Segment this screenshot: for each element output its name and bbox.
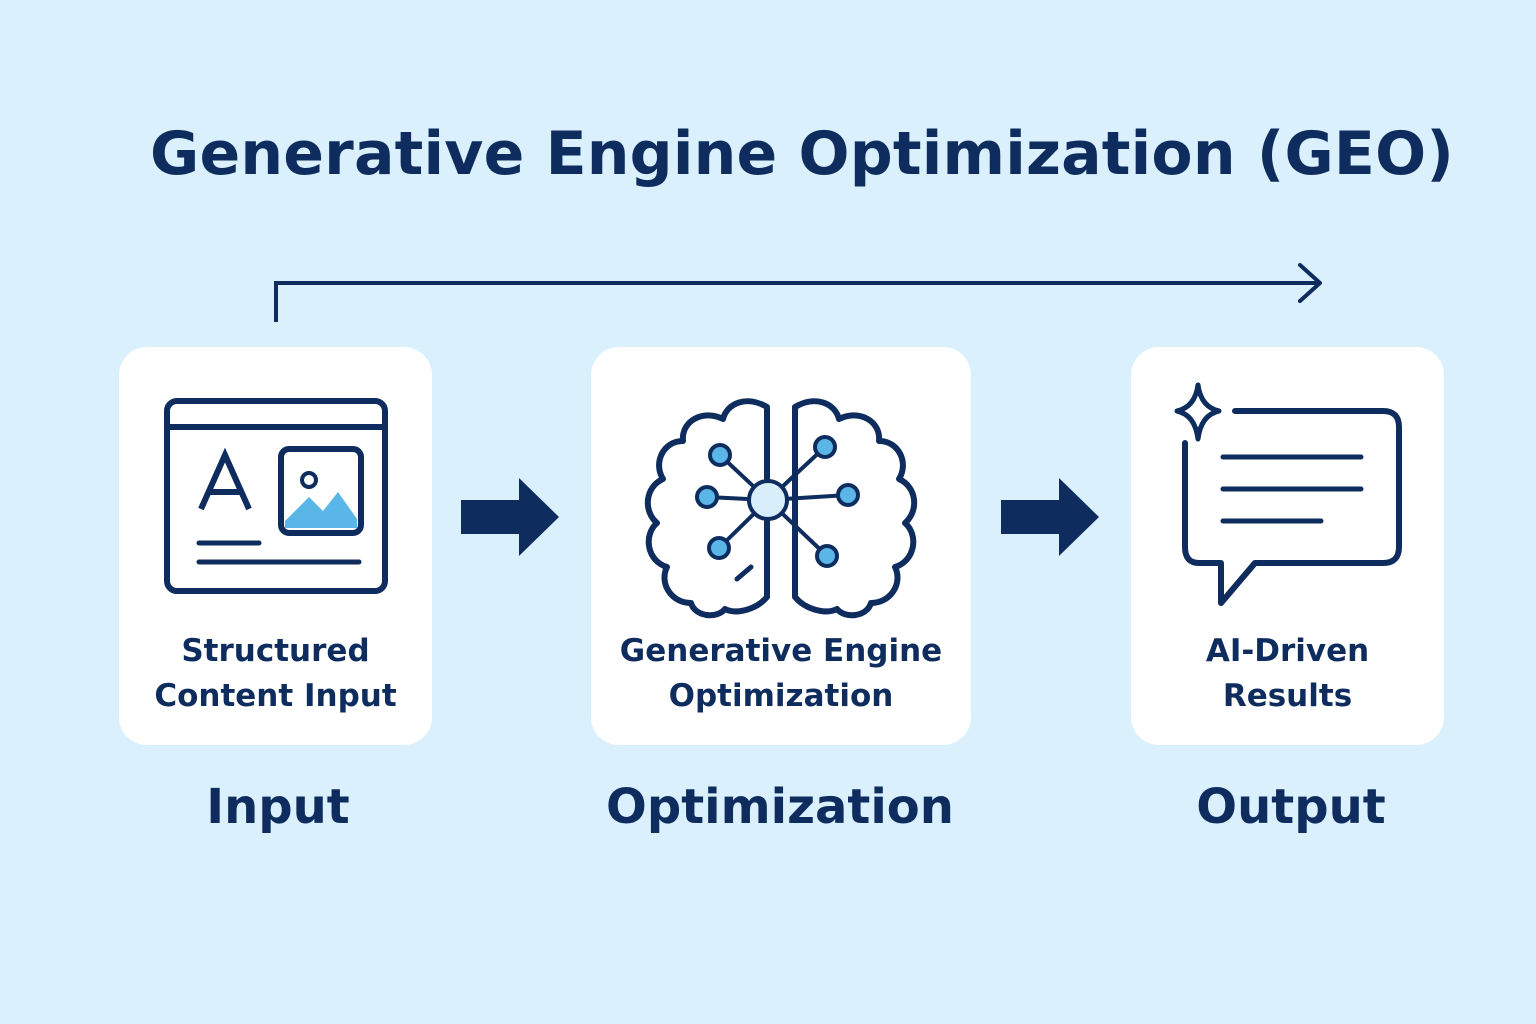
output-card: AI-Driven Results [1131,347,1444,745]
arrow-right-icon [1001,478,1099,556]
output-card-text: AI-Driven Results [1205,633,1370,714]
input-card: Structured Content Input [119,347,432,745]
brain-network-icon [645,398,917,619]
stage-label-optimization: Optimization [606,779,954,835]
stage-label-output: Output [1196,779,1386,835]
stage-label-input: Input [206,779,350,835]
chat-sparkle-icon [1174,382,1402,606]
web-content-icon [164,398,388,594]
optimization-card: Generative Engine Optimization [591,347,971,745]
arrow-right-icon [461,478,559,556]
optimization-card-text: Generative Engine Optimization [619,633,943,714]
diagram-title: Generative Engine Optimization (GEO) [150,119,1454,189]
input-card-text: Structured Content Input [154,633,397,714]
